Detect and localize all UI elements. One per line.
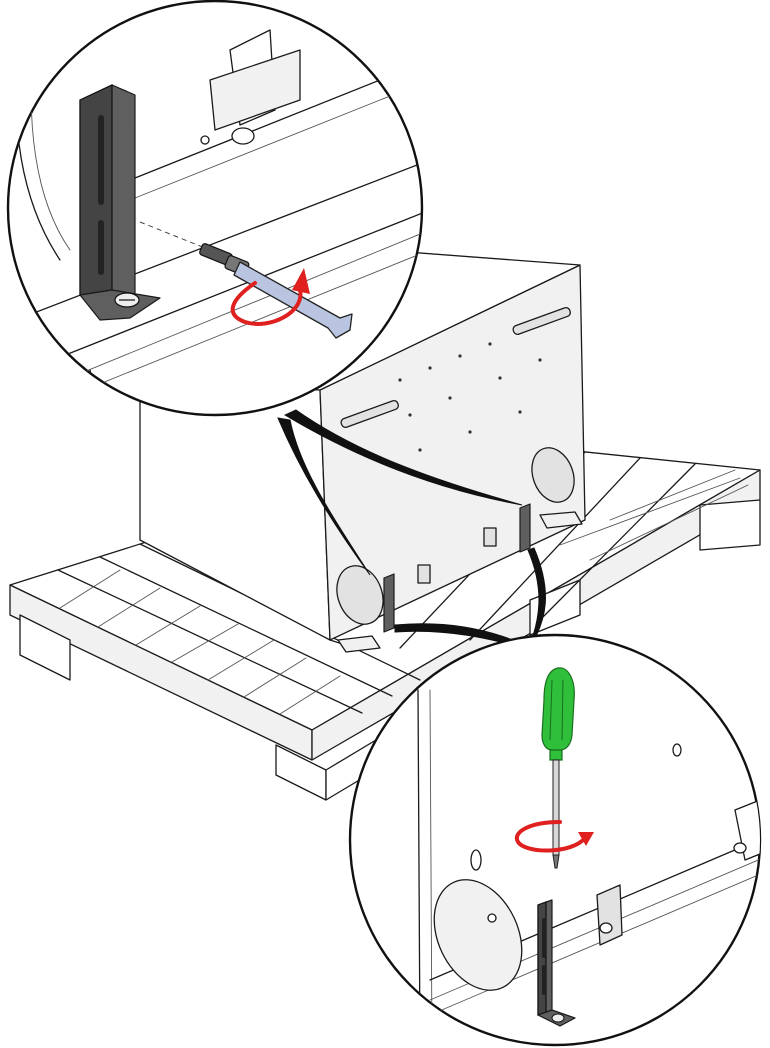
pallet-boards — [57, 444, 749, 715]
housing-port-right — [531, 447, 575, 503]
foot-pad-left — [337, 635, 381, 653]
bottom-callout-l-bracket — [537, 899, 576, 1027]
foot-pad-right — [539, 511, 583, 529]
rotate-arrow-icon — [230, 268, 310, 326]
bottom-callout-hole — [672, 743, 682, 757]
tether-top-to-right-bracket — [283, 409, 523, 506]
tether-top-to-left-bracket — [277, 417, 371, 576]
top-callout-l-bracket — [79, 84, 161, 321]
top-callout-bolt — [231, 127, 255, 145]
bottom-detail-callout — [348, 633, 762, 1047]
housing-holes — [398, 342, 542, 452]
pallet-foot-right — [699, 499, 761, 551]
top-detail-callout — [6, 0, 424, 417]
bracket-right — [519, 503, 531, 553]
top-callout-plate — [209, 49, 301, 131]
rotate-arrow-icon-bottom — [514, 820, 594, 853]
screwdriver-icon — [541, 667, 575, 869]
housing-connector-2 — [483, 527, 497, 547]
housing-slots — [340, 306, 571, 428]
bracket-left — [383, 573, 395, 633]
hex-key-wrench-icon — [199, 243, 353, 339]
top-callout-hole — [200, 135, 210, 145]
bottom-callout-slot — [470, 849, 482, 871]
bottom-callout-port — [433, 879, 523, 991]
pallet-foot-left — [19, 614, 71, 681]
housing-connector-1 — [417, 564, 431, 584]
bottom-callout-connector — [596, 884, 623, 946]
top-callout-alignment-line — [139, 221, 211, 251]
housing-port-left — [336, 565, 384, 625]
pallet-foot-mid — [529, 579, 581, 636]
